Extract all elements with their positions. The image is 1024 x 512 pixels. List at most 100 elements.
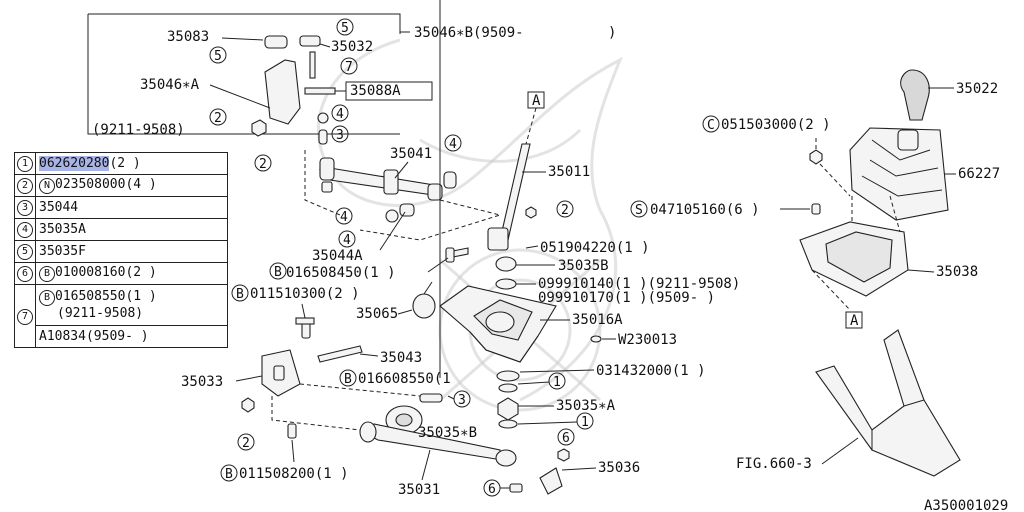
- legend-num-1: 1: [17, 156, 33, 172]
- label-099910140: 099910140(1 )(9211-9508): [538, 276, 740, 292]
- legend-num-6: 6: [17, 266, 33, 282]
- label-35046a: 35046∗A: [140, 77, 200, 93]
- label-016608550: 016608550(1: [358, 371, 451, 387]
- circle-1-a: 1: [553, 375, 561, 390]
- prefix-b-016608550: B: [344, 372, 352, 387]
- bushing-35035b: [495, 256, 517, 272]
- label-35044a: 35044A: [312, 248, 363, 264]
- label-35035a: 35035∗A: [556, 398, 616, 414]
- housing-35016a: [439, 285, 557, 363]
- legend-prefix-n: N: [39, 178, 55, 194]
- legend-row-3: 3 35044: [14, 196, 228, 219]
- label-date-range: (9211-9508): [92, 122, 185, 138]
- circle-4-d: 4: [343, 233, 351, 248]
- legend-part-4: 35035A: [35, 218, 228, 241]
- label-35016a: 35016A: [572, 312, 623, 328]
- circle-2-c: 2: [561, 203, 569, 218]
- circle-5-b: 5: [214, 49, 222, 64]
- label-35088a: 35088A: [350, 83, 401, 99]
- legend-part-5: 35035F: [35, 240, 228, 263]
- label-35038: 35038: [936, 264, 978, 280]
- drawing-id: A350001029: [924, 498, 1008, 512]
- label-35035b-star: 35035∗B: [418, 425, 477, 441]
- label-031432000: 031432000(1 ): [596, 363, 706, 379]
- console-bracket: [815, 329, 961, 477]
- legend-num-5: 5: [17, 244, 33, 260]
- legend-num-7: 7: [17, 308, 33, 325]
- circle-1-b: 1: [581, 415, 589, 430]
- circle-2-d: 2: [242, 436, 250, 451]
- label-35022: 35022: [956, 81, 998, 97]
- circle-4-c: 4: [340, 210, 348, 225]
- boot-35065: [412, 293, 436, 319]
- label-35046b: 35046∗B(9509-: [414, 25, 524, 41]
- upper-bracket-parts: [251, 35, 336, 145]
- legend-num-2: 2: [17, 178, 33, 194]
- label-35031: 35031: [398, 482, 440, 498]
- label-35041: 35041: [390, 146, 432, 162]
- legend-part-7: 016508550(1 ): [55, 288, 157, 304]
- label-66227: 66227: [958, 166, 1000, 182]
- label-fig6603: FIG.660-3: [736, 456, 812, 472]
- prefix-b-016508450: B: [274, 265, 282, 280]
- ref-a-right: A: [850, 313, 859, 329]
- legend-row-4: 4 35035A: [14, 218, 228, 241]
- label-w230013: W230013: [618, 332, 677, 348]
- upper-assembly-frame: [87, 13, 401, 135]
- circle-3-b: 3: [458, 393, 466, 408]
- shift-knob-35022: [900, 69, 930, 121]
- legend-qty-1: (2 ): [109, 156, 141, 171]
- label-011508200: 011508200(1 ): [239, 466, 349, 482]
- nut-35035a: [497, 397, 519, 421]
- label-35033: 35033: [181, 374, 223, 390]
- label-35011: 35011: [548, 164, 590, 180]
- circle-6-a: 6: [562, 431, 570, 446]
- prefix-b-011508200: B: [225, 467, 233, 482]
- ref-box-a-right: [845, 311, 863, 329]
- circle-2-a: 2: [214, 111, 222, 126]
- rod-35031: [359, 393, 570, 495]
- legend-num-4: 4: [17, 222, 33, 238]
- prefix-c-051503000: C: [707, 118, 715, 133]
- circled-callouts: 5 5 7 2 4 3 2 4 4 4 2 1 1 3 2 6 6: [209, 18, 594, 497]
- label-099910170: 099910170(1 )(9509- ): [538, 290, 715, 306]
- legend-num-3: 3: [17, 200, 33, 216]
- label-051503000: 051503000(2 ): [721, 117, 831, 133]
- label-35032: 35032: [331, 39, 373, 55]
- label-35046b-close: ): [608, 25, 616, 41]
- legend-part-3: 35044: [35, 196, 228, 219]
- circle-4-b: 4: [449, 137, 457, 152]
- legend-part-8: A10834(9509- ): [35, 325, 228, 348]
- legend-part-2: 023508000(4 ): [55, 177, 157, 192]
- shift-rod-35041: [304, 150, 502, 241]
- legend-row-1: 1 062620280(2 ): [14, 152, 228, 175]
- ref-box-a-top: [527, 91, 545, 109]
- circle-6-b: 6: [488, 482, 496, 497]
- legend-part-6: 010008160(2 ): [55, 265, 157, 280]
- label-35036: 35036: [598, 460, 640, 476]
- label-016508450: 016508450(1 ): [286, 265, 396, 281]
- label-35043: 35043: [380, 350, 422, 366]
- legend-part-7-date: (9211-9508): [57, 305, 144, 321]
- label-051904220: 051904220(1 ): [540, 240, 650, 256]
- legend-row-5: 5 35035F: [14, 240, 228, 263]
- bracket-35033: [241, 345, 421, 439]
- label-35065: 35065: [356, 306, 398, 322]
- legend-row-8: A10834(9509- ): [15, 325, 228, 348]
- legend-prefix-b-6: B: [39, 266, 55, 282]
- circle-7: 7: [345, 60, 353, 75]
- label-011510300: 011510300(2 ): [250, 286, 360, 302]
- circle-3-a: 3: [336, 128, 344, 143]
- circle-4-a: 4: [336, 107, 344, 122]
- prefix-b-011510300: B: [236, 287, 244, 302]
- legend-part-highlighted[interactable]: 062620280: [39, 156, 110, 171]
- legend-prefix-b-7: B: [39, 289, 55, 306]
- shift-boot-66227: [849, 127, 949, 221]
- label-35035b: 35035B: [558, 258, 609, 274]
- plate-35038: [799, 195, 909, 311]
